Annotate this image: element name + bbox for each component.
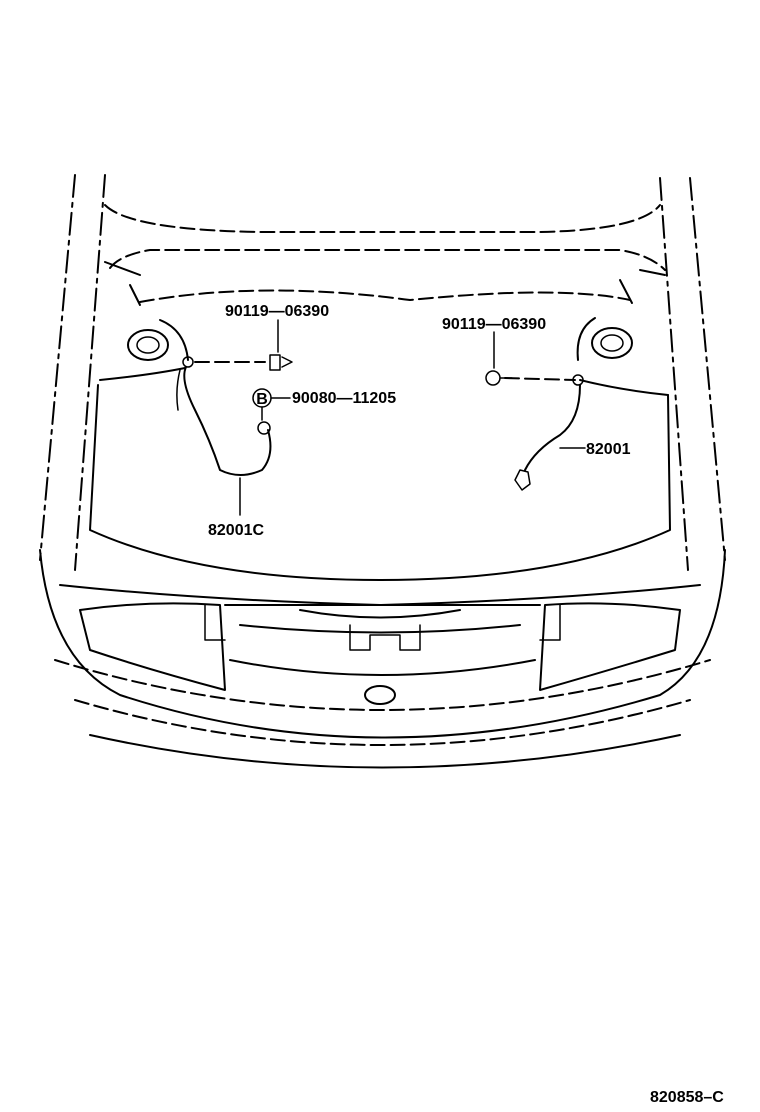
- clip-marker-letter: B: [256, 391, 268, 408]
- engine-compartment: [89, 367, 671, 581]
- strut-tower-right: [576, 317, 633, 361]
- label-bolt-left: 90119—06390: [225, 303, 329, 320]
- front-bumper: [39, 549, 726, 769]
- body-outline: [39, 174, 726, 571]
- label-bolt-right: 90119—06390: [442, 316, 546, 333]
- label-wire-left: 82001C: [208, 522, 264, 539]
- clip-marker: B: [252, 388, 291, 421]
- harness-left: [176, 319, 293, 516]
- harness-right: [485, 331, 586, 491]
- label-wire-right: 82001: [586, 441, 631, 458]
- label-clip: 90080—11205: [292, 390, 396, 407]
- strut-tower-left: [127, 319, 189, 361]
- figure-code: 820858–C: [650, 1089, 724, 1106]
